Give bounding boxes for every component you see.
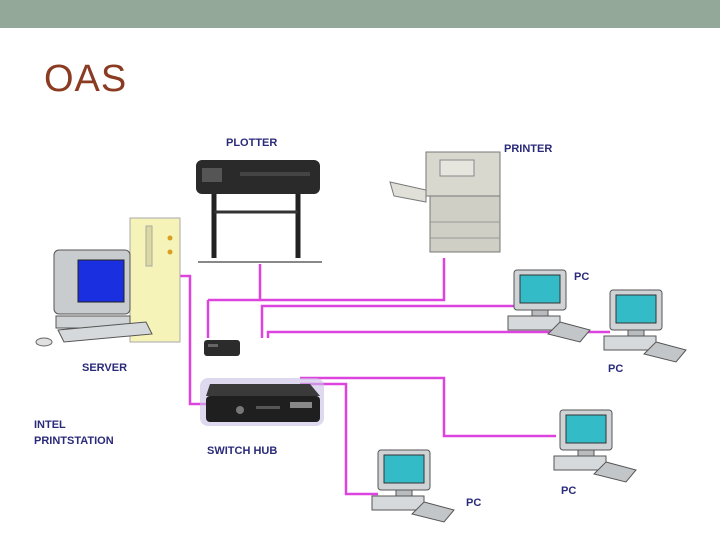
slide-title: OAS [44, 58, 128, 100]
cable-pc-3 [300, 376, 556, 438]
pc-label-4: PC [466, 497, 481, 509]
pc-label-3: PC [561, 485, 576, 497]
printer-label: PRINTER [504, 143, 552, 155]
pc-label-1: PC [574, 271, 589, 283]
cable-pc-1 [260, 304, 516, 338]
small-hub-device [204, 340, 240, 356]
printer-device [389, 151, 501, 253]
server-label: SERVER [82, 362, 127, 374]
cable-pc-2 [266, 330, 610, 338]
switch-hub-device [200, 378, 324, 426]
server-device [35, 217, 181, 347]
pc-device-3 [553, 409, 637, 483]
cable-plotter-printer [258, 258, 446, 302]
pc-device-4 [371, 449, 455, 523]
switch-hub-label: SWITCH HUB [207, 445, 277, 457]
plotter-label: PLOTTER [226, 137, 277, 149]
printstation-label-line1: INTEL [34, 419, 66, 431]
plotter-device [196, 160, 322, 263]
pc-device-2 [603, 289, 687, 363]
pc-label-2: PC [608, 363, 623, 375]
printstation-label-line2: PRINTSTATION [34, 435, 114, 447]
top-accent-bar [0, 0, 720, 28]
